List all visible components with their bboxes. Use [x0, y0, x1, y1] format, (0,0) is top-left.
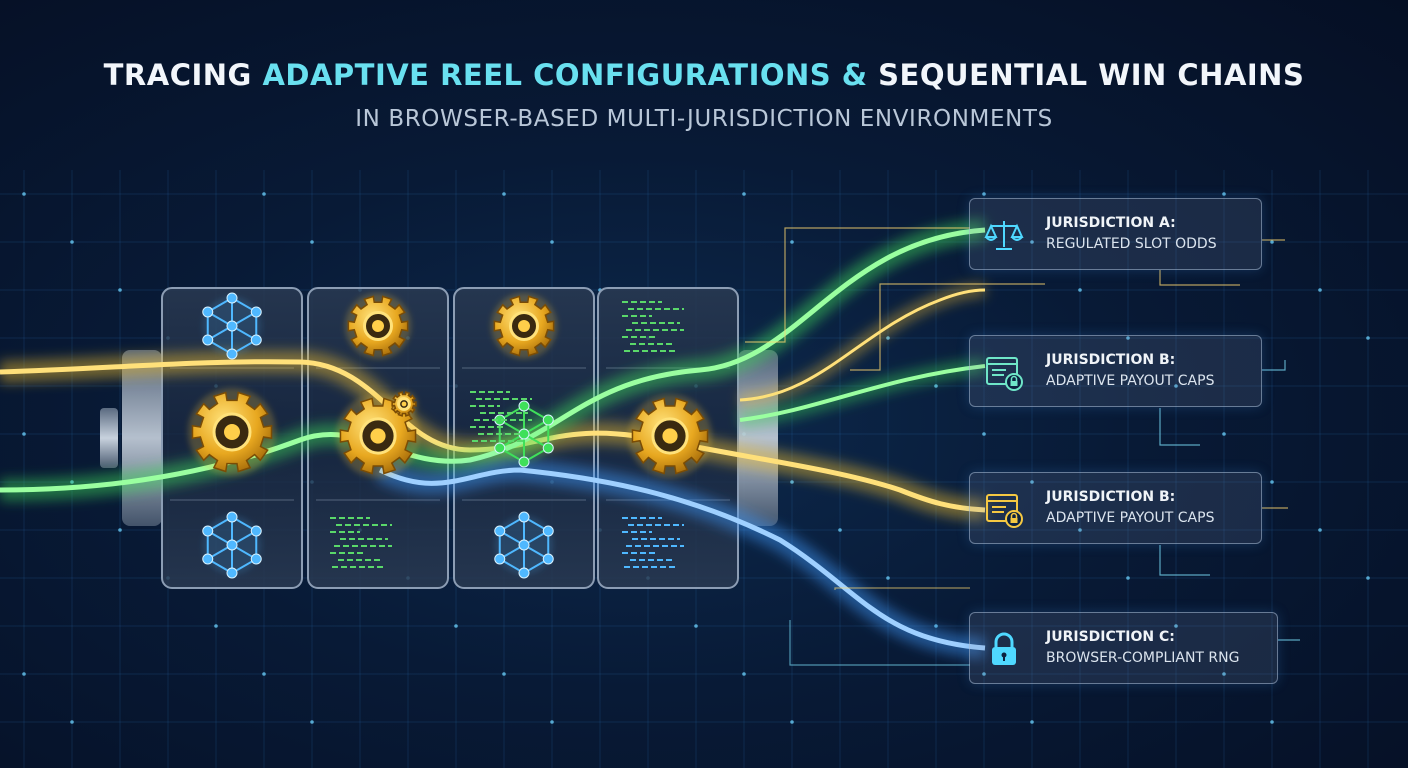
jurisdiction-card-b1-title: JURISDICTION B:	[1046, 352, 1176, 368]
page-subtitle: IN BROWSER-BASED MULTI-JURISDICTION ENVI…	[355, 106, 1053, 132]
jurisdiction-card-b2-title: JURISDICTION B:	[1046, 489, 1176, 505]
code-lines-icon	[622, 301, 684, 352]
network-node-icon	[494, 511, 554, 579]
jurisdiction-card-a-title: JURISDICTION A:	[1046, 215, 1176, 231]
gear-icon	[628, 394, 712, 478]
small-gear-icon	[390, 390, 418, 418]
page-title: TRACING ADAPTIVE REEL CONFIGURATIONS & S…	[103, 58, 1305, 92]
code-lines-icon	[330, 517, 392, 568]
stream-gold-upper	[739, 283, 986, 407]
jurisdiction-card-c-title: JURISDICTION C:	[1046, 629, 1175, 645]
code-lines-icon	[622, 517, 684, 568]
reel-drum-right-cap	[738, 350, 778, 526]
browser-lock-icon	[986, 494, 1023, 528]
jurisdiction-card-b2-subtitle: ADAPTIVE PAYOUT CAPS	[1046, 510, 1215, 526]
jurisdiction-card-c: JURISDICTION C: BROWSER-COMPLIANT RNG	[969, 612, 1278, 684]
stream-blue	[375, 458, 986, 659]
gear-icon	[345, 293, 411, 359]
scales-icon	[984, 221, 1024, 250]
code-lines-icon	[470, 391, 532, 442]
gear-icon	[188, 388, 276, 476]
padlock-icon	[992, 632, 1016, 665]
network-node-icon	[202, 511, 262, 579]
browser-lock-icon	[986, 357, 1023, 391]
gear-icon	[491, 293, 557, 359]
jurisdiction-card-a: JURISDICTION A: REGULATED SLOT ODDS	[969, 198, 1262, 270]
jurisdiction-card-c-subtitle: BROWSER-COMPLIANT RNG	[1046, 650, 1240, 666]
jurisdiction-card-b1-subtitle: ADAPTIVE PAYOUT CAPS	[1046, 373, 1215, 389]
network-node-icon	[202, 292, 262, 360]
jurisdiction-card-b2: JURISDICTION B: ADAPTIVE PAYOUT CAPS	[969, 472, 1262, 544]
jurisdiction-card-b1: JURISDICTION B: ADAPTIVE PAYOUT CAPS	[969, 335, 1262, 407]
jurisdiction-card-a-subtitle: REGULATED SLOT ODDS	[1046, 236, 1217, 252]
connector-lines	[745, 227, 1300, 666]
